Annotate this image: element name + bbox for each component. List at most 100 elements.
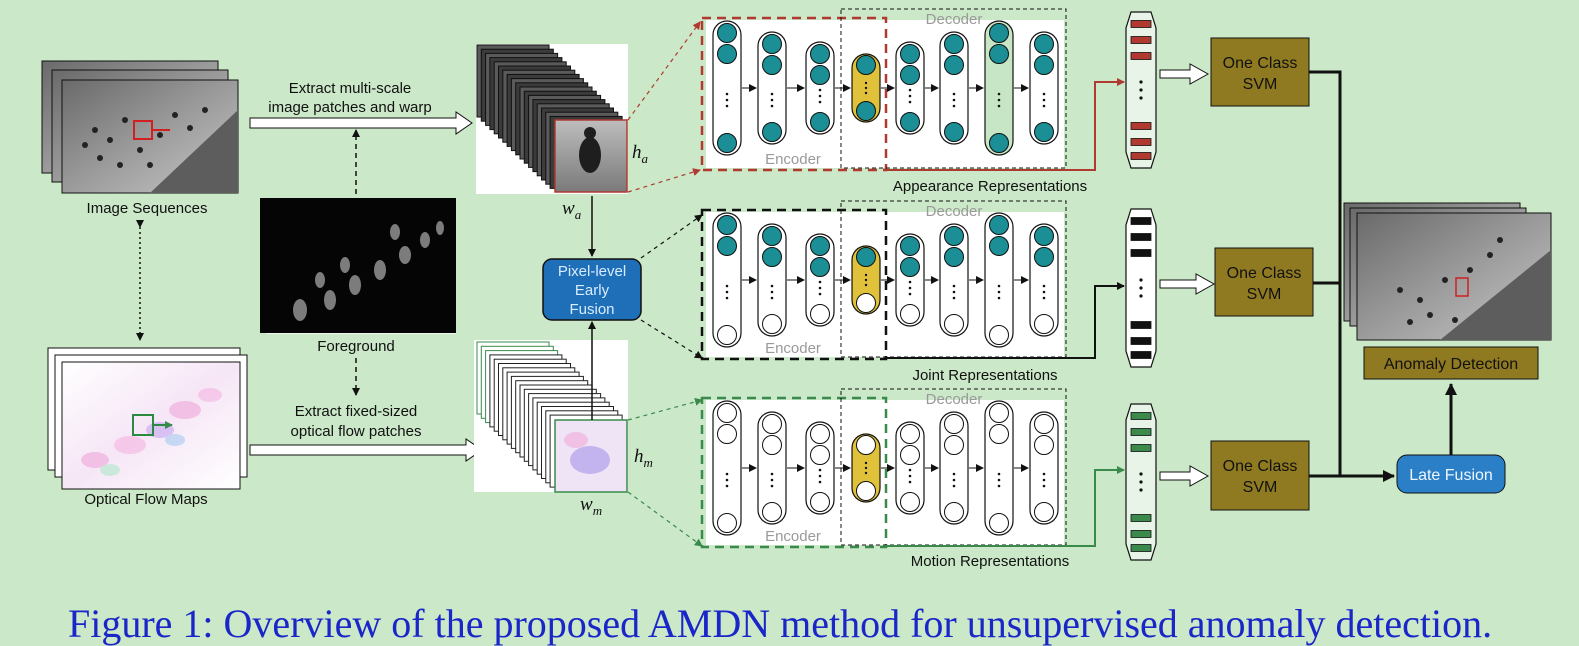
joint-neuron xyxy=(810,236,830,256)
joint-layer-3 xyxy=(805,233,835,327)
joint-ellipsis-dot xyxy=(818,292,822,296)
joint-ellipsis-dot xyxy=(770,290,774,294)
appearance-neuron xyxy=(1034,34,1054,54)
appearance-vector-cell xyxy=(1130,152,1152,160)
appearance-ellipsis-dot xyxy=(818,94,822,98)
joint-neuron xyxy=(989,236,1009,256)
appearance-ellipsis-dot xyxy=(770,98,774,102)
joint-ellipsis-dot xyxy=(908,292,912,296)
anomaly-detection-output-stack xyxy=(1343,202,1552,341)
svm-appearance: One Class SVM xyxy=(1210,37,1310,107)
joint-neuron xyxy=(810,257,830,277)
joint-representation-vector xyxy=(1125,208,1157,368)
motion-ellipsis-dot xyxy=(908,468,912,472)
motion-neuron xyxy=(810,492,830,512)
motion-input-connector-bottom xyxy=(627,491,703,547)
joint-neuron xyxy=(762,226,782,246)
motion-representation-vector xyxy=(1125,403,1157,561)
appearance-ellipsis-dot xyxy=(770,104,774,108)
appearance-ellipsis-dot xyxy=(864,81,868,85)
extract-flow-step-line1: Extract fixed-sized xyxy=(295,403,418,420)
joint-neuron xyxy=(1034,226,1054,246)
joint-ellipsis-dot xyxy=(997,296,1001,300)
appearance-ellipsis-dot xyxy=(997,104,1001,108)
joint-ellipsis-dot xyxy=(952,284,956,288)
image-sequences-label: Image Sequences xyxy=(87,200,208,217)
motion-decoder-label: Decoder xyxy=(926,391,983,408)
motion-neuron xyxy=(989,403,1009,423)
joint-ellipsis-dot xyxy=(770,296,774,300)
joint-neuron xyxy=(900,236,920,256)
joint-ellipsis-dot xyxy=(1042,284,1046,288)
motion-ellipsis-dot xyxy=(818,468,822,472)
joint-neuron xyxy=(717,325,737,345)
motion-neuron xyxy=(717,513,737,533)
motion-output-arrow xyxy=(885,466,1125,547)
extract-image-arrow xyxy=(249,111,473,135)
motion-neuron xyxy=(989,513,1009,533)
motion-vector-ellipsis xyxy=(1139,472,1143,476)
appearance-to-svm-arrow xyxy=(1159,63,1210,85)
motion-ellipsis-dot xyxy=(770,484,774,488)
joint-ellipsis-dot xyxy=(725,290,729,294)
joint-vector-cell xyxy=(1130,233,1152,241)
appearance-neuron xyxy=(989,23,1009,43)
early-fusion-label-line3: Fusion xyxy=(569,301,614,318)
motion-neuron xyxy=(762,435,782,455)
anomaly-detection-label: Anomaly Detection xyxy=(1384,356,1518,373)
joint-neuron xyxy=(717,236,737,256)
appearance-ellipsis-dot xyxy=(997,98,1001,102)
joint-neuron xyxy=(856,293,876,313)
joint-vector-ellipsis xyxy=(1139,286,1143,290)
appearance-neuron xyxy=(810,44,830,64)
appearance-representation-vector xyxy=(1125,11,1157,169)
appearance-neuron xyxy=(989,133,1009,153)
joint-ellipsis-dot xyxy=(725,284,729,288)
joint-ellipsis-dot xyxy=(952,290,956,294)
joint-vector-ellipsis xyxy=(1139,278,1143,282)
appearance-neuron xyxy=(762,122,782,142)
appearance-neuron xyxy=(900,112,920,132)
motion-representations-label: Motion Representations xyxy=(911,553,1069,570)
motion-ellipsis-dot xyxy=(725,478,729,482)
joint-ellipsis-dot xyxy=(864,283,868,287)
late-fusion-label: Late Fusion xyxy=(1409,467,1493,484)
appearance-layer-5 xyxy=(895,41,925,135)
motion-neuron xyxy=(1034,435,1054,455)
joint-vector-cell xyxy=(1130,351,1152,359)
appearance-vector-cell xyxy=(1130,20,1152,28)
joint-ellipsis-dot xyxy=(952,296,956,300)
motion-encoder-frame xyxy=(700,396,888,549)
figure-caption: Figure 1: Overview of the proposed AMDN … xyxy=(68,601,1493,646)
appearance-ellipsis-dot xyxy=(725,98,729,102)
early-fusion-box xyxy=(542,258,642,321)
appearance-ellipsis-dot xyxy=(818,88,822,92)
joint-vector-cell xyxy=(1130,249,1152,257)
optical-flow-maps-label: Optical Flow Maps xyxy=(84,491,207,508)
motion-vector-ellipsis xyxy=(1139,488,1143,492)
motion-neuron xyxy=(717,403,737,423)
svm-joint-line2: SVM xyxy=(1247,286,1282,303)
svm-joint-line1: One Class xyxy=(1227,265,1302,282)
appearance-ellipsis-dot xyxy=(725,92,729,96)
motion-ellipsis-dot xyxy=(952,472,956,476)
joint-neuron xyxy=(944,314,964,334)
appearance-ellipsis-dot xyxy=(997,92,1001,96)
motion-vector-cell xyxy=(1130,412,1152,420)
extract-flow-step-line2: optical flow patches xyxy=(291,423,422,440)
motion-neuron xyxy=(989,424,1009,444)
svm-motion-line2: SVM xyxy=(1243,479,1278,496)
appearance-ellipsis-dot xyxy=(1042,104,1046,108)
appearance-neuron xyxy=(856,55,876,75)
appearance-neuron xyxy=(944,122,964,142)
joint-layer-5 xyxy=(895,233,925,327)
appearance-ellipsis-dot xyxy=(908,94,912,98)
appearance-ellipsis-dot xyxy=(818,100,822,104)
appearance-ellipsis-dot xyxy=(770,92,774,96)
motion-neuron xyxy=(1034,502,1054,522)
appearance-ellipsis-dot xyxy=(1042,92,1046,96)
motion-ellipsis-dot xyxy=(725,484,729,488)
motion-neuron xyxy=(900,492,920,512)
joint-ellipsis-dot xyxy=(864,273,868,277)
